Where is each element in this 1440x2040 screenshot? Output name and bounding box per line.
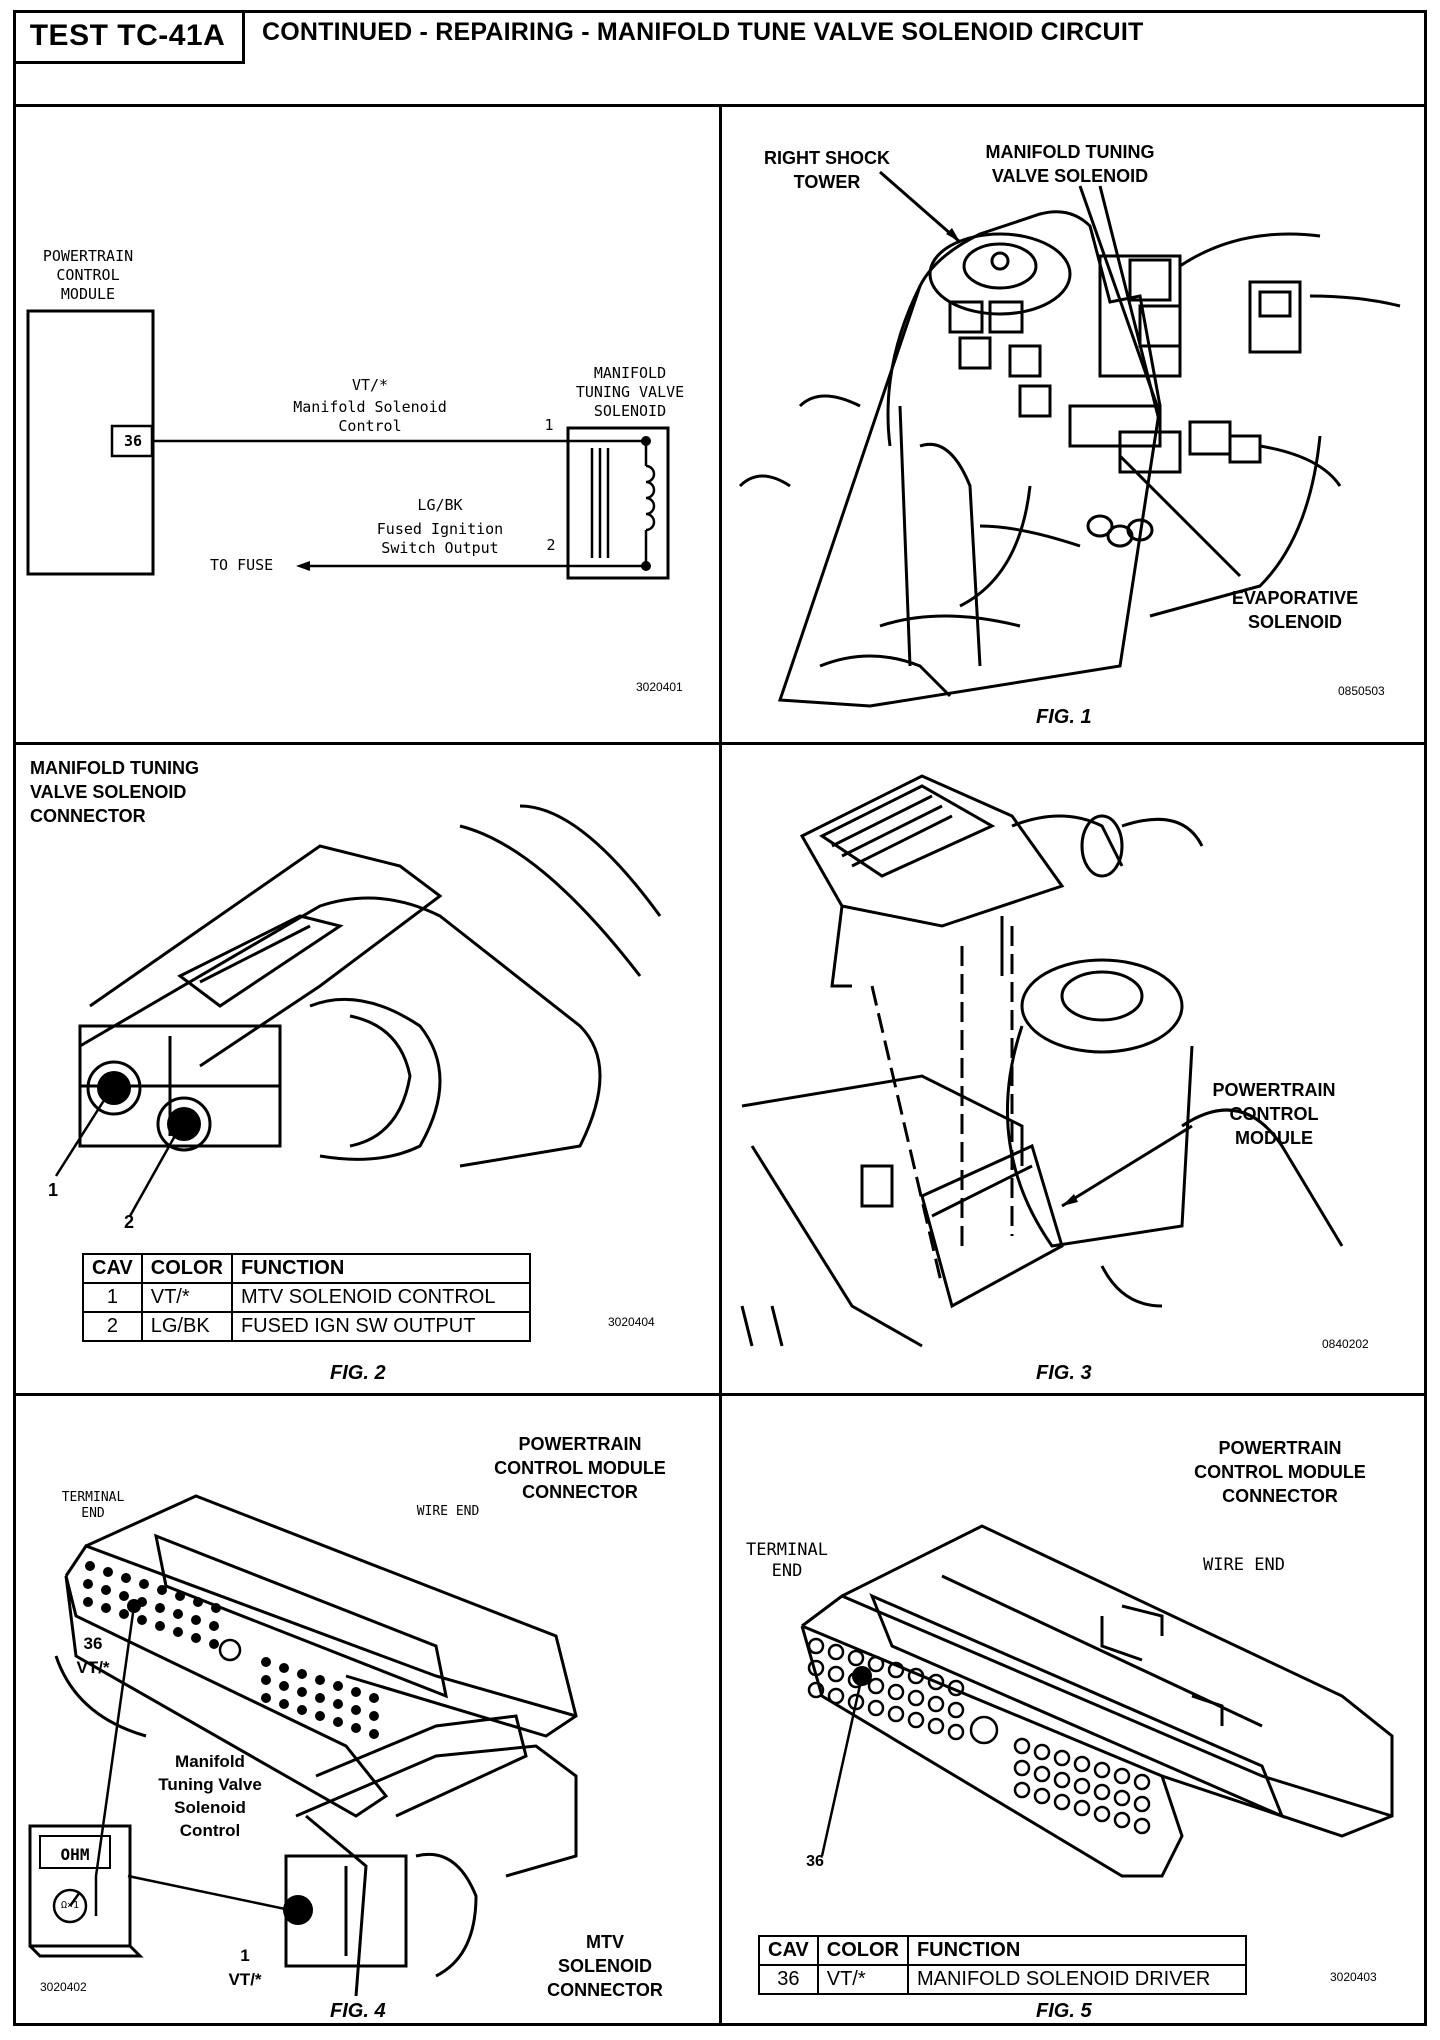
- fig4-pin36-label: 36 VT/*: [76, 1634, 110, 1677]
- fig5-connector-illustration: [800, 1524, 1394, 1878]
- fig5-table-header: CAV COLOR FUNCTION: [758, 1935, 1247, 1966]
- row-divider-1: [13, 742, 1427, 745]
- fig5-th-color: COLOR: [816, 1935, 909, 1966]
- column-divider: [719, 104, 722, 2026]
- schematic-solenoid-label: MANIFOLD TUNING VALVE SOLENOID: [575, 364, 685, 420]
- fig5-wire-end-label: WIRE END: [1203, 1555, 1285, 1575]
- schematic-wire2-color: LG/BK: [417, 496, 463, 514]
- fig4-terminal-end-label: TERMINAL END: [61, 1490, 125, 1521]
- fig2-r1-cav: 1: [82, 1282, 143, 1313]
- schematic-pcm-label: POWERTRAIN CONTROL MODULE: [42, 247, 134, 303]
- schematic-pin-1: 1: [544, 416, 554, 434]
- fig4-caption: FIG. 4: [330, 2000, 386, 2022]
- fig2-r1-color: VT/*: [140, 1282, 233, 1313]
- fig2-pin-1: 1: [47, 1180, 58, 1200]
- fig4-meter-label: OHM: [60, 1845, 90, 1864]
- schematic-to-fuse: TO FUSE: [210, 556, 274, 574]
- table-row: 1 VT/* MTV SOLENOID CONTROL: [82, 1282, 531, 1313]
- fig5-th-function: FUNCTION: [906, 1935, 1247, 1966]
- fig2-connector-illustration: [54, 804, 662, 1217]
- fig4-connector-illustration: [28, 1494, 578, 1997]
- fig2-code: 3020404: [608, 1315, 655, 1329]
- table-row: 36 VT/* MANIFOLD SOLENOID DRIVER: [758, 1964, 1247, 1995]
- fig5-r1-cav: 36: [758, 1964, 819, 1995]
- fig3-pcm-location-illustration: [740, 774, 1344, 1348]
- fig1-caption: FIG. 1: [1036, 706, 1092, 728]
- schematic-wire1-color: VT/*: [351, 376, 389, 394]
- fig4-meter-range: Ω×1: [60, 1900, 80, 1911]
- fig2-th-color: COLOR: [140, 1253, 233, 1284]
- fig4-wire-end-label: WIRE END: [416, 1504, 480, 1519]
- fig1-code: 0850503: [1338, 684, 1385, 698]
- test-id: TEST TC-41A: [13, 10, 245, 64]
- fig1-right-shock-tower-label: RIGHT SHOCK TOWER: [764, 148, 890, 192]
- fig2-caption: FIG. 2: [330, 1362, 386, 1384]
- fig3-pcm-label: POWERTRAIN CONTROL MODULE: [1212, 1080, 1336, 1148]
- schematic-code: 3020401: [636, 680, 683, 694]
- fig2-th-function: FUNCTION: [230, 1253, 531, 1284]
- fig5-r1-function: MANIFOLD SOLENOID DRIVER: [906, 1964, 1247, 1995]
- fig5-th-cav: CAV: [758, 1935, 819, 1966]
- fig2-r2-cav: 2: [82, 1311, 143, 1342]
- schematic-pin-36: 36: [123, 432, 143, 450]
- schematic-diagram: [26, 309, 670, 580]
- schematic-wire1-name: Manifold Solenoid Control: [293, 398, 447, 435]
- fig2-table-header: CAV COLOR FUNCTION: [82, 1253, 531, 1284]
- fig3-code: 0840202: [1322, 1337, 1369, 1351]
- fig4-mtv-control-label: Manifold Tuning Valve Solenoid Control: [158, 1752, 262, 1840]
- fig2-connector-label: MANIFOLD TUNING VALVE SOLENOID CONNECTOR: [30, 758, 199, 826]
- fig1-mtv-solenoid-label: MANIFOLD TUNING VALVE SOLENOID: [985, 142, 1155, 186]
- fig2-pin-2: 2: [123, 1212, 134, 1232]
- fig2-r2-color: LG/BK: [140, 1311, 233, 1342]
- fig5-pin36-label: 36: [806, 1853, 824, 1870]
- table-row: 2 LG/BK FUSED IGN SW OUTPUT: [82, 1311, 531, 1342]
- schematic-pin-2: 2: [546, 536, 556, 554]
- fig5-pcm-connector-label: POWERTRAIN CONTROL MODULE CONNECTOR: [1194, 1438, 1366, 1506]
- fig4-mtv-connector-label: MTV SOLENOID CONNECTOR: [547, 1932, 663, 2000]
- fig1-evap-solenoid-label: EVAPORATIVE SOLENOID: [1231, 588, 1359, 632]
- fig5-cavity-table: CAV COLOR FUNCTION 36 VT/* MANIFOLD SOLE…: [758, 1935, 1247, 1995]
- fig2-cavity-table: CAV COLOR FUNCTION 1 VT/* MTV SOLENOID C…: [82, 1253, 531, 1342]
- fig2-r2-function: FUSED IGN SW OUTPUT: [230, 1311, 531, 1342]
- fig2-r1-function: MTV SOLENOID CONTROL: [230, 1282, 531, 1313]
- fig5-code: 3020403: [1330, 1970, 1377, 1984]
- fig5-r1-color: VT/*: [816, 1964, 909, 1995]
- page-title: CONTINUED - REPAIRING - MANIFOLD TUNE VA…: [262, 18, 1144, 46]
- schematic-wire2-name: Fused Ignition Switch Output: [376, 520, 504, 557]
- fig4-pin1-label: 1 VT/*: [228, 1946, 262, 1989]
- fig1-engine-illustration: [738, 170, 1401, 708]
- fig2-th-cav: CAV: [82, 1253, 143, 1284]
- fig5-terminal-end-label: TERMINAL END: [746, 1540, 828, 1581]
- fig4-code: 3020402: [40, 1980, 87, 1994]
- fig3-caption: FIG. 3: [1036, 1362, 1092, 1384]
- row-divider-2: [13, 1393, 1427, 1396]
- fig4-pcm-connector-label: POWERTRAIN CONTROL MODULE CONNECTOR: [494, 1434, 666, 1502]
- fig5-caption: FIG. 5: [1036, 2000, 1092, 2022]
